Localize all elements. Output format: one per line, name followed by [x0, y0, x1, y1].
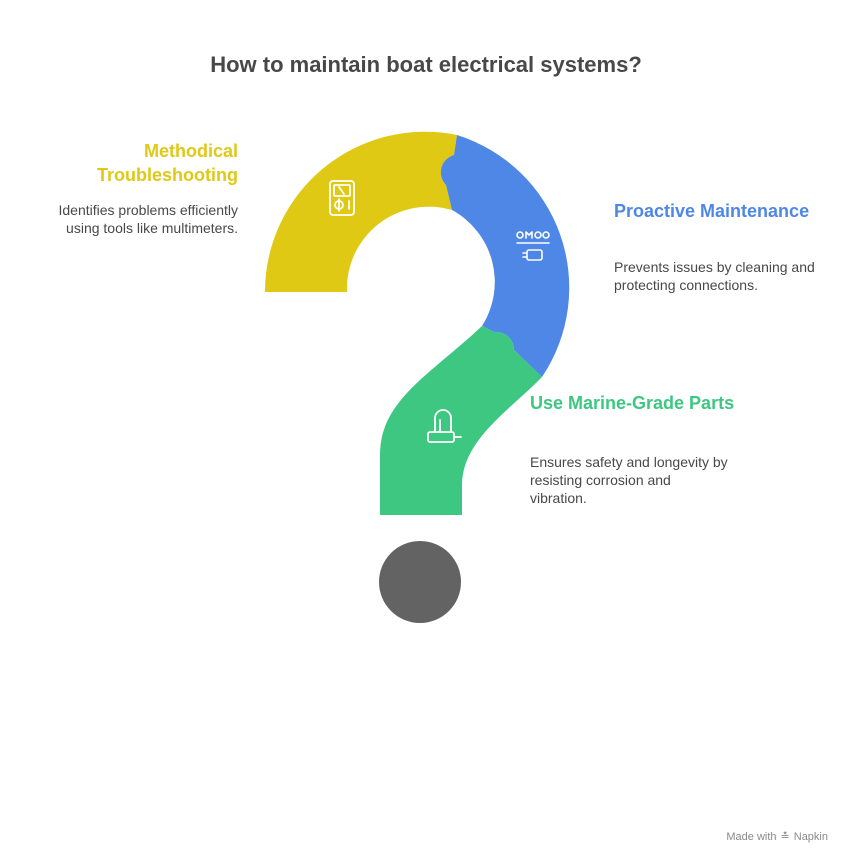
troubleshooting-heading: Methodical Troubleshooting	[97, 141, 238, 185]
troubleshooting-description: Identifies problems efficiently using to…	[58, 202, 239, 236]
footer-attribution[interactable]: Made with ≛ Napkin	[726, 830, 828, 844]
segment-troubleshooting	[264, 131, 457, 292]
made-with-label: Made with	[726, 830, 777, 843]
cleaning-connector-icon	[516, 231, 550, 261]
question-dot	[379, 541, 461, 623]
segment-maintenance	[440, 135, 570, 377]
multimeter-icon	[329, 180, 355, 216]
marine-parts-description: Ensures safety and longevity by resistin…	[530, 454, 728, 506]
marine-parts-heading: Use Marine-Grade Parts	[530, 393, 735, 413]
maintenance-description: Prevents issues by cleaning and protecti…	[614, 259, 815, 293]
marine-connector-icon	[427, 409, 462, 443]
napkin-logo-icon: ≛	[780, 831, 790, 843]
segment-marine-parts	[380, 326, 542, 515]
page-title: How to maintain boat electrical systems?	[210, 52, 642, 77]
maintenance-heading: Proactive Maintenance	[614, 201, 810, 221]
brand-name: Napkin	[793, 830, 828, 843]
